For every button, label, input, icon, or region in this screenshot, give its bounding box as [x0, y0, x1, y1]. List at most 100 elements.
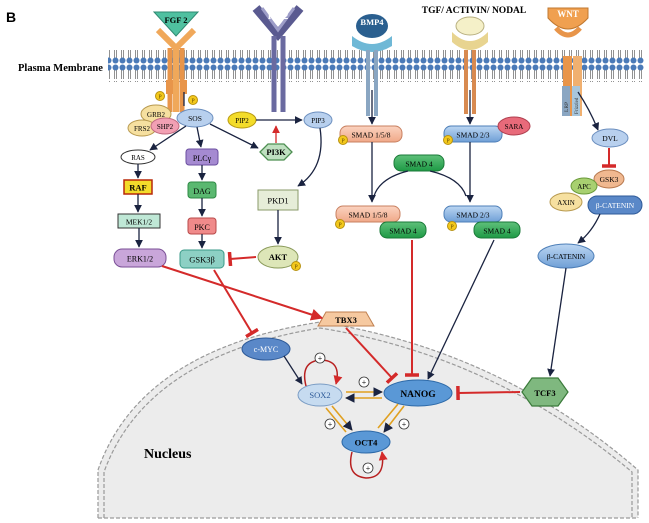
shp2-label: SHP2	[157, 123, 174, 131]
svg-text:P: P	[191, 99, 195, 105]
svg-text:P: P	[446, 139, 450, 145]
sos-node	[176, 108, 214, 128]
svg-text:P: P	[338, 223, 342, 229]
erk-label: ERK1/2	[127, 255, 153, 264]
pip3-label: PIP3	[311, 117, 325, 125]
pip3-node	[303, 111, 333, 129]
svg-text:P: P	[450, 225, 454, 231]
smad4-b-label: SMAD 4	[483, 227, 511, 236]
gsk3b-node	[179, 249, 225, 269]
bcat-complex-label: β-CATENIN	[596, 201, 635, 210]
sox2-node	[297, 383, 343, 407]
raf-label: RAF	[129, 183, 146, 193]
erk-node	[113, 248, 167, 268]
smad23-complex-label: SMAD 2/3	[456, 211, 489, 220]
inhibition-lines	[161, 125, 616, 401]
oct4-label: OCT4	[355, 438, 378, 448]
pkd1-label: PKD1	[267, 196, 288, 206]
wnt-receptor	[547, 7, 589, 116]
igf2-receptor	[252, 5, 304, 112]
gold-interactions	[325, 387, 405, 433]
bmp4-receptor	[352, 14, 392, 116]
phospho-smad158-c	[335, 219, 345, 229]
smad23-complex-node	[443, 205, 503, 223]
fgf2-receptor	[152, 11, 200, 112]
svg-text:P: P	[158, 95, 162, 101]
oct4-node	[341, 430, 391, 454]
gsk3-label: GSK3	[600, 175, 619, 184]
tcf3-node	[521, 377, 569, 407]
cmyc-label: c-MYC	[254, 345, 278, 354]
svg-text:P: P	[341, 139, 345, 145]
smad23-label: SMAD 2/3	[456, 131, 489, 140]
phospho-smad158	[338, 135, 348, 145]
nanog-node	[383, 379, 453, 407]
bmp4-label: BMP4	[360, 17, 384, 27]
smad158-complex-label: SMAD 1/5/8	[349, 211, 388, 220]
sara-node	[497, 116, 531, 136]
phospho-smad23	[443, 135, 453, 145]
akt-node	[257, 245, 299, 269]
axin-label: AXIN	[557, 199, 575, 207]
pi3k-label: PI3K	[266, 147, 286, 157]
smad4-label: SMAD 4	[405, 160, 433, 169]
axin-node	[549, 192, 583, 212]
dag-label: DAG	[193, 187, 211, 196]
pi3k-node	[259, 143, 293, 161]
pip2-label: PIP2	[235, 117, 249, 125]
membrane-label: Plasma Membrane	[18, 63, 103, 74]
frs2-label: FRS2	[134, 125, 150, 133]
smad4-a-label: SMAD 4	[389, 227, 417, 236]
smad158-node	[339, 125, 403, 143]
svg-text:P: P	[294, 265, 298, 271]
dvl-node	[591, 128, 629, 148]
svg-text:+: +	[318, 354, 323, 363]
mek-label: MEK1/2	[126, 218, 153, 227]
sox2-label: SOX2	[309, 390, 330, 400]
gsk3b-label: GSK3β	[189, 255, 215, 265]
sos-label: SOS	[188, 114, 202, 123]
tgf-label: TGF/ ACTIVIN/ NODAL	[422, 6, 527, 16]
smad23-node	[443, 125, 503, 143]
smad158-label: SMAD 1/5/8	[352, 131, 391, 140]
tcf3-label: TCF3	[534, 388, 555, 398]
svg-text:+: +	[402, 420, 407, 429]
tgf-receptor	[452, 16, 488, 114]
igf2-label: IGF2	[268, 11, 289, 21]
akt-label: AKT	[269, 252, 288, 262]
nucleus-label: Nucleus	[144, 447, 192, 462]
plcg-label: PLCγ	[193, 154, 212, 163]
smad158-complex-node	[335, 205, 401, 223]
dvl-label: DVL	[602, 134, 618, 143]
phospho-smad23-c	[447, 221, 457, 231]
bcat-label: β-CATENIN	[547, 252, 586, 261]
nucleus	[97, 321, 639, 519]
svg-text:+: +	[362, 378, 367, 387]
phospho-fgf2: P P	[155, 91, 198, 105]
wnt-label: WNT	[557, 9, 579, 19]
sara-label: SARA	[505, 123, 524, 131]
bcat-complex-node	[587, 195, 643, 215]
frizzled-label: Frizzled	[575, 97, 580, 114]
plus-signs: + + + + +	[314, 352, 410, 474]
lrp-label: LRP	[564, 102, 570, 112]
shp2-node	[150, 117, 180, 135]
svg-text:+: +	[328, 420, 333, 429]
phospho-akt	[291, 261, 301, 271]
pkc-label: PKC	[194, 223, 210, 232]
apc-label: APC	[577, 183, 591, 191]
svg-text:+: +	[366, 464, 371, 473]
smad4-a-node	[379, 221, 427, 239]
ras-label: RAS	[131, 154, 145, 162]
tbx3-label: TBX3	[335, 315, 357, 325]
grb2-label: GRB2	[147, 111, 165, 119]
gsk3-node	[593, 169, 625, 189]
smad4-node	[393, 154, 445, 172]
panel-label: B	[6, 9, 16, 25]
arrows	[134, 90, 601, 385]
nanog-label: NANOG	[400, 390, 436, 400]
cmyc-node	[241, 337, 291, 361]
apc-node	[570, 177, 598, 195]
tbx3-node	[317, 311, 375, 327]
